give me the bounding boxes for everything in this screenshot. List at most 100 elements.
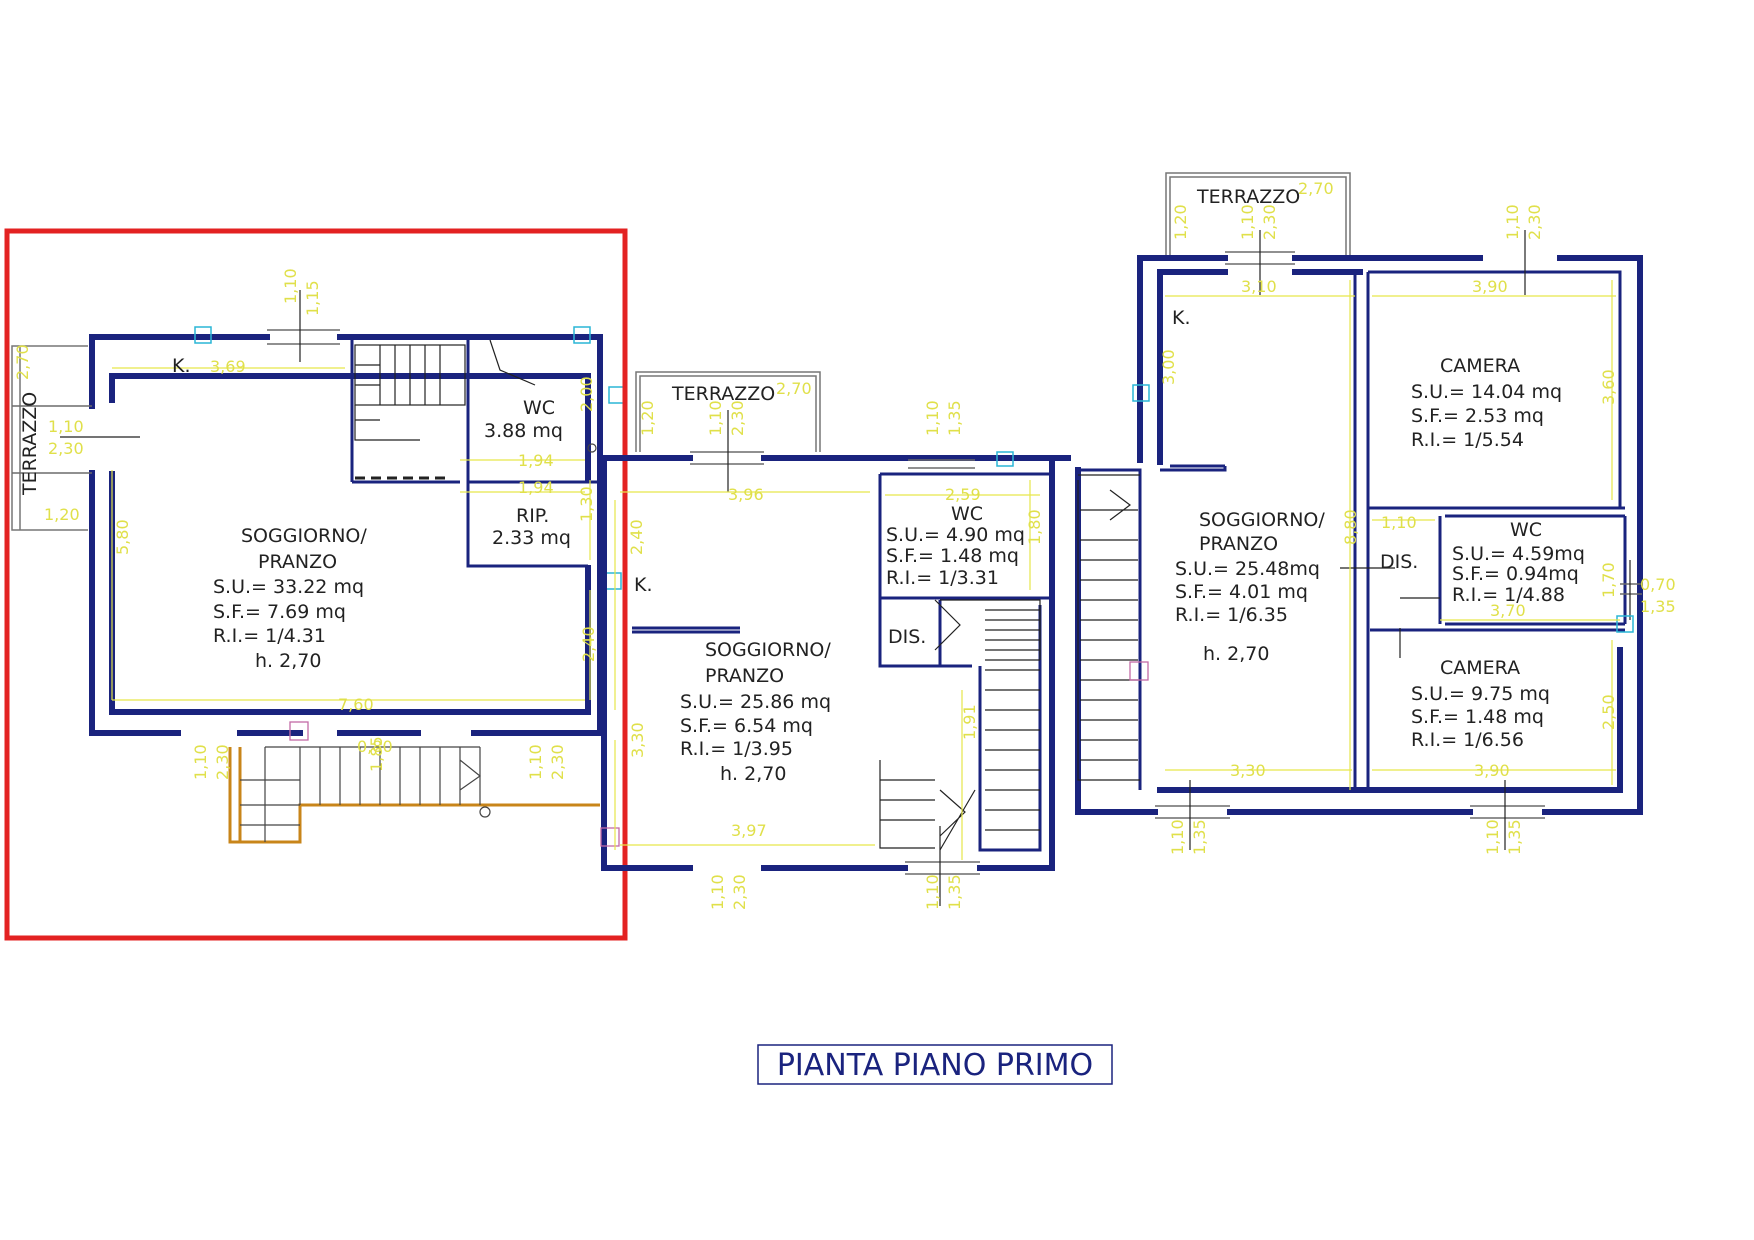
apartment-right: TERRAZZO 2,70 1,20 1,10 2,30 K. 3,10 3,9…: [1075, 172, 1676, 855]
soggiorno-left-su: S.U.= 33.22 mq: [213, 576, 364, 598]
fixture-icon: [604, 572, 622, 590]
dimension-label: 3,90: [1474, 761, 1510, 780]
dimension-label: 1,10: [1168, 819, 1187, 855]
dimension-label: 5,80: [113, 519, 132, 555]
dimension-label: 1,35: [945, 400, 964, 436]
dimension-label: 3,00: [1159, 349, 1178, 385]
dimension-label: 1,94: [518, 478, 554, 497]
camera1-label: CAMERA: [1440, 355, 1520, 377]
kitchen-middle-label: K.: [634, 574, 653, 596]
wc-left-label: WC: [523, 397, 555, 419]
drawing-title: PIANTA PIANO PRIMO: [757, 1044, 1113, 1085]
dimension-label: 2,00: [577, 376, 596, 412]
dimension-label: 3,69: [210, 357, 246, 376]
camera1-sf: S.F.= 2.53 mq: [1411, 405, 1544, 427]
soggiorno-middle-title1: SOGGIORNO/: [705, 639, 831, 661]
terrace-middle-label: TERRAZZO: [671, 383, 775, 405]
marker-icon: [1129, 661, 1149, 681]
kitchen-label: K.: [172, 355, 191, 377]
internal-stair-middle: [879, 599, 1041, 851]
highlight-frame: [4, 228, 628, 941]
drain-icon: [587, 443, 597, 453]
title-text: PIANTA PIANO PRIMO: [777, 1048, 1093, 1083]
dimension-label: 1,35: [945, 874, 964, 910]
dimension-label: 1,10: [1483, 819, 1502, 855]
fixture-icon: [1132, 384, 1150, 402]
wc-left-area: 3.88 mq: [484, 420, 563, 442]
dimension-label: 1,35: [1190, 819, 1209, 855]
dimension-label: 3,97: [731, 821, 767, 840]
apartment-left: TERRAZZO 2,70 1,10 2,30 1,20 K. 3,69 1,1…: [11, 268, 626, 844]
rip-label: RIP.: [516, 505, 549, 527]
dimension-label: 1,20: [638, 400, 657, 436]
dimension-label: 1,94: [518, 451, 554, 470]
dimension-label: 2,30: [730, 874, 749, 910]
dimension-label: 1,10: [1503, 204, 1522, 240]
fixture-icon: [194, 326, 212, 344]
dimension-label: 1,10: [1238, 204, 1257, 240]
dis-middle-label: DIS.: [888, 626, 926, 648]
terrace-right-label: TERRAZZO: [1196, 186, 1300, 208]
fixture-icon: [996, 451, 1014, 467]
soggiorno-middle-su: S.U.= 25.86 mq: [680, 691, 831, 713]
dimension-label: 8,80: [1341, 509, 1360, 545]
dimension-label: 3,30: [628, 722, 647, 758]
terrace-middle-outline: [635, 371, 821, 452]
walls-middle: [601, 455, 1071, 871]
fixture-icon: [573, 326, 591, 344]
walls-wc-rip: [350, 337, 604, 568]
dimension-label: 1,10: [191, 744, 210, 780]
dimension-label: 1,10: [706, 400, 725, 436]
exterior-stair-left: [228, 746, 600, 844]
soggiorno-right-title2: PRANZO: [1199, 533, 1278, 555]
dimension-label: 1,15: [303, 280, 322, 316]
internal-stair-left: [354, 339, 536, 441]
dimension-label: 2,30: [48, 439, 84, 458]
dimension-label: 3,90: [1472, 277, 1508, 296]
marker-icon: [289, 721, 309, 741]
dimension-label: 2,59: [945, 485, 981, 504]
dimension-label: 2,30: [213, 744, 232, 780]
soggiorno-left-title1: SOGGIORNO/: [241, 525, 367, 547]
fixture-icon: [1616, 615, 1634, 633]
dimension-label: 1,10: [923, 874, 942, 910]
camera2-ri: R.I.= 1/6.56: [1411, 729, 1524, 751]
camera2-su: S.U.= 9.75 mq: [1411, 683, 1550, 705]
walls-middle-inner: [878, 472, 1052, 852]
soggiorno-left-title2: PRANZO: [258, 551, 337, 573]
dimension-label: 1,20: [1171, 204, 1190, 240]
dimension-label: 1,85: [367, 736, 386, 772]
rip-area: 2.33 mq: [492, 527, 571, 549]
internal-stair-right: [1077, 474, 1140, 781]
wc-right-ri: R.I.= 1/4.88: [1452, 584, 1565, 606]
title-box: [757, 1044, 1113, 1085]
camera2-label: CAMERA: [1440, 657, 1520, 679]
dimension-label: 1,10: [708, 874, 727, 910]
dimension-label: 1,10: [923, 400, 942, 436]
dimension-label: 3,96: [728, 485, 764, 504]
dimension-label: 1,35: [1505, 819, 1524, 855]
soggiorno-middle-ri: R.I.= 1/3.95: [680, 738, 793, 760]
dimension-label: 1,91: [960, 704, 979, 740]
wc-right-sf: S.F.= 0.94mq: [1452, 563, 1579, 585]
dimension-label: 7,60: [338, 695, 374, 714]
dimension-label: 1,35: [1640, 597, 1676, 616]
dimension-label: 2,70: [13, 344, 32, 380]
dimension-label: 1,10: [281, 268, 300, 304]
soggiorno-left-h: h. 2,70: [255, 650, 321, 672]
dimension-label: 2,70: [776, 379, 812, 398]
dis-right-label: DIS.: [1380, 551, 1418, 573]
dimension-label: 3,10: [1241, 277, 1277, 296]
wc-middle-ri: R.I.= 1/3.31: [886, 567, 999, 589]
camera1-ri: R.I.= 1/5.54: [1411, 429, 1524, 451]
wc-middle-su: S.U.= 4.90 mq: [886, 524, 1025, 546]
dimension-label: 1,10: [48, 417, 84, 436]
dimension-label: 2,30: [1525, 204, 1544, 240]
soggiorno-right-ri: R.I.= 1/6.35: [1175, 604, 1288, 626]
soggiorno-right-h: h. 2,70: [1203, 643, 1269, 665]
wc-middle-label: WC: [951, 503, 983, 525]
dimension-label: 2,30: [1260, 204, 1279, 240]
terrace-left-label: TERRAZZO: [19, 392, 41, 496]
soggiorno-middle-sf: S.F.= 6.54 mq: [680, 715, 813, 737]
dimension-label: 0,70: [1640, 575, 1676, 594]
